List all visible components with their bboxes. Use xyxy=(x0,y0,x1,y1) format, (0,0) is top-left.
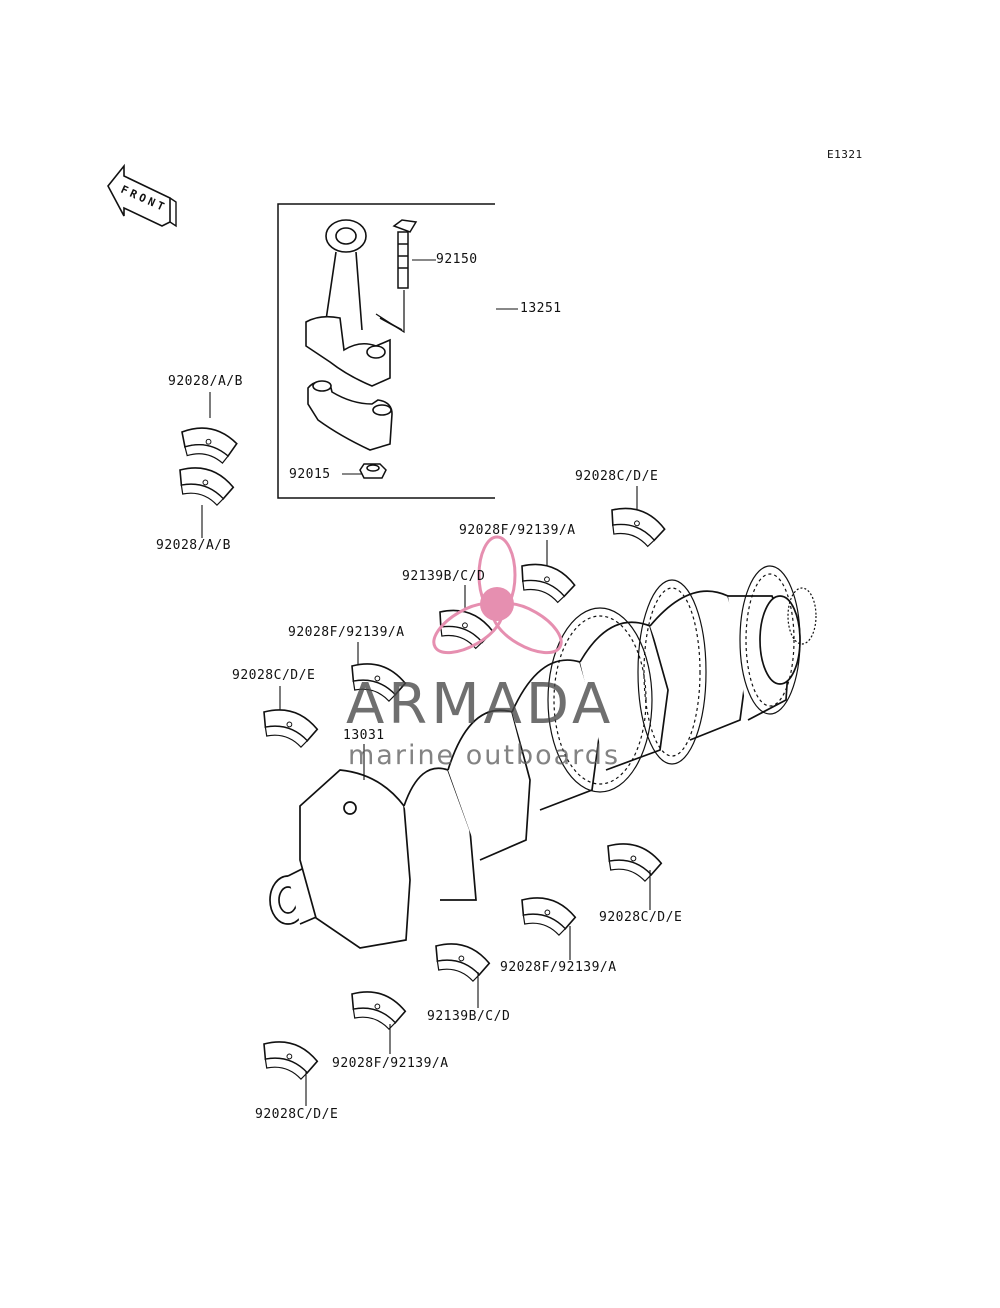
label-main-bearing-7[interactable]: 92028F/92139/A xyxy=(500,960,617,975)
main-bearing-shell-9 xyxy=(344,984,409,1034)
main-bearing-shell-7 xyxy=(514,890,579,940)
main-bearing-shell-10 xyxy=(256,1034,321,1084)
label-main-bearing-6[interactable]: 92028C/D/E xyxy=(599,910,683,925)
leader-lines xyxy=(201,259,651,1106)
main-bearing-shell-8 xyxy=(428,936,493,986)
rod-nut xyxy=(359,463,387,479)
front-arrow-icon: FRONT xyxy=(107,163,177,228)
main-bearing-shell-6 xyxy=(600,836,665,886)
main-bearing-shell-1 xyxy=(603,500,669,551)
crankshaft-gears xyxy=(547,565,817,793)
label-main-bearing-1[interactable]: 92028C/D/E xyxy=(575,469,659,484)
rod-bearing-shell-lower xyxy=(172,460,237,510)
rod-bearing-shell-upper xyxy=(176,422,240,466)
label-rod-bolt[interactable]: 92150 xyxy=(436,252,478,267)
label-rod-assembly[interactable]: 13251 xyxy=(520,301,562,316)
main-bearing-shell-5 xyxy=(256,702,321,752)
label-main-bearing-5[interactable]: 92028C/D/E xyxy=(232,668,316,683)
label-main-bearing-10[interactable]: 92028C/D/E xyxy=(255,1107,339,1122)
label-main-bearing-4[interactable]: 92028F/92139/A xyxy=(288,625,405,640)
rod-bolt xyxy=(375,219,418,334)
watermark-brand: ARMADA xyxy=(346,672,615,737)
main-bearing-shell-2 xyxy=(513,556,579,607)
label-main-bearing-3[interactable]: 92139B/C/D xyxy=(402,569,486,584)
label-main-bearing-8[interactable]: 92139B/C/D xyxy=(427,1009,511,1024)
rod-cap xyxy=(307,380,393,451)
watermark-tagline: marine outboards xyxy=(348,740,621,771)
connecting-rod xyxy=(305,219,403,387)
diagram-id: E1321 xyxy=(827,148,863,161)
rod-assembly-bracket xyxy=(277,203,495,499)
label-main-bearing-2[interactable]: 92028F/92139/A xyxy=(459,523,576,538)
watermark-propeller-icon xyxy=(432,535,563,655)
label-rod-bearing-lower[interactable]: 92028/A/B xyxy=(156,538,231,553)
label-crankshaft[interactable]: 13031 xyxy=(343,728,385,743)
label-main-bearing-9[interactable]: 92028F/92139/A xyxy=(332,1056,449,1071)
label-rod-bearing-upper[interactable]: 92028/A/B xyxy=(168,374,243,389)
label-rod-nut[interactable]: 92015 xyxy=(289,467,331,482)
